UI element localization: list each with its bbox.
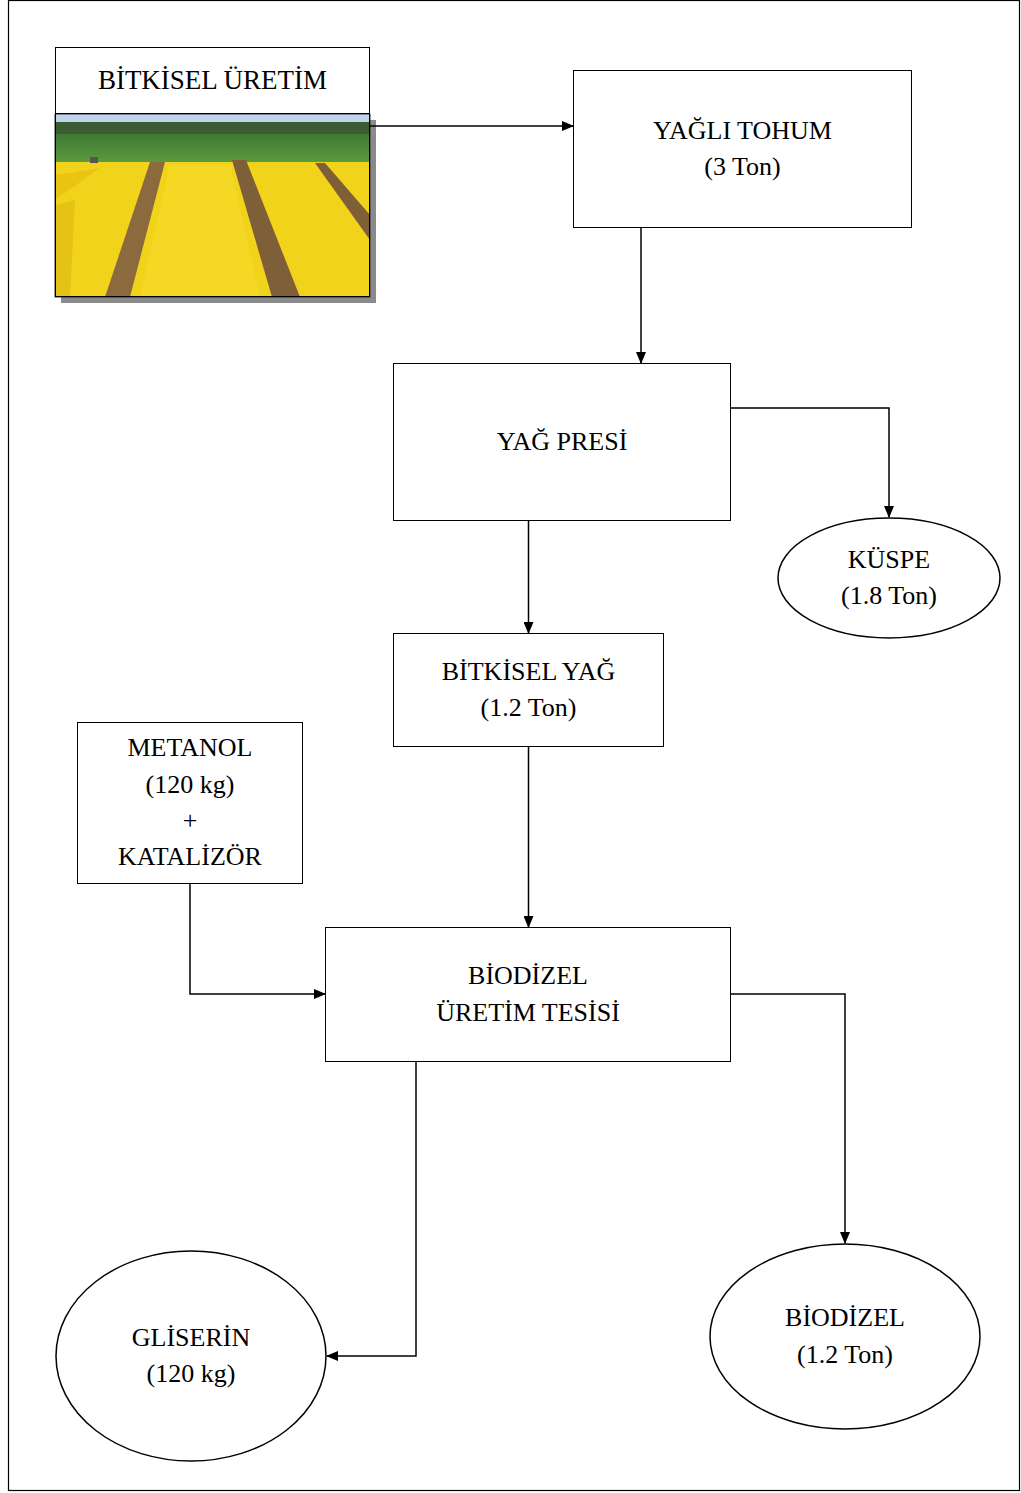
- process-box: BİTKİSEL YAĞ(1.2 Ton): [393, 633, 664, 747]
- ellipse-outline: [55, 1250, 327, 1462]
- node-label: KÜSPE: [848, 542, 930, 578]
- flow-arrow: [528, 747, 530, 927]
- node-label: METANOL: [127, 730, 252, 766]
- flow-arrow: [640, 228, 642, 363]
- flow-arrow: [731, 994, 845, 1243]
- flow-arrow: [528, 521, 530, 633]
- flow-arrow: [327, 1062, 416, 1356]
- flow-arrow: [370, 125, 573, 127]
- node-value: (120 kg): [147, 1356, 236, 1392]
- input-box: METANOL(120 kg)+KATALİZÖR: [77, 722, 303, 884]
- node-value: (120 kg): [146, 767, 235, 803]
- process-box: YAĞLI TOHUM(3 Ton): [573, 70, 912, 228]
- node-label: BİTKİSEL ÜRETİM: [56, 48, 369, 114]
- node-label: YAĞLI TOHUM: [653, 113, 832, 149]
- node-label: BİTKİSEL YAĞ: [442, 654, 616, 690]
- node-value: KATALİZÖR: [118, 839, 262, 875]
- output-ellipse: BİODİZEL(1.2 Ton): [709, 1243, 981, 1430]
- process-box: YAĞ PRESİ: [393, 363, 731, 521]
- node-label: BİODİZEL ÜRETİM TESİSİ: [423, 958, 633, 1031]
- node-value: (1.8 Ton): [841, 578, 937, 614]
- output-ellipse: KÜSPE(1.8 Ton): [777, 517, 1001, 639]
- output-ellipse: GLİSERİN(120 kg): [55, 1250, 327, 1462]
- ellipse-outline: [777, 517, 1001, 639]
- ellipse-outline: [709, 1243, 981, 1430]
- node-value: (1.2 Ton): [481, 690, 577, 726]
- flow-arrow: [190, 884, 325, 994]
- node-value: +: [183, 803, 198, 839]
- node-value: (1.2 Ton): [797, 1337, 893, 1373]
- source-box: BİTKİSEL ÜRETİM: [55, 47, 370, 297]
- node-label: YAĞ PRESİ: [497, 424, 628, 460]
- node-value: (3 Ton): [704, 149, 780, 185]
- process-box: BİODİZEL ÜRETİM TESİSİ: [325, 927, 731, 1062]
- node-label: GLİSERİN: [132, 1320, 250, 1356]
- node-label: BİODİZEL: [785, 1300, 905, 1336]
- flow-arrow: [731, 408, 889, 517]
